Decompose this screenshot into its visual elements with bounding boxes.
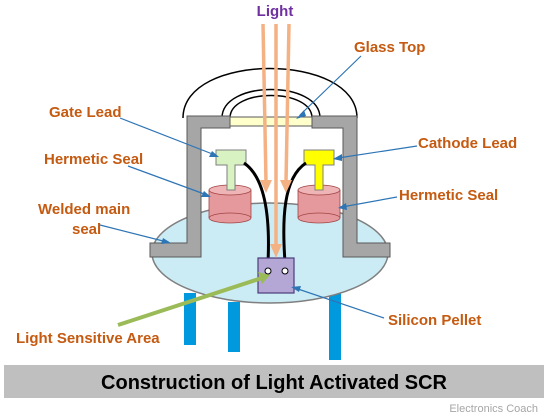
cathode-lead-shape: [303, 149, 335, 191]
gate-lead-shape: [215, 149, 247, 191]
welded-main-seal-label-line1: Welded main: [38, 201, 130, 218]
glass-top: [229, 116, 313, 127]
housing-frame: [149, 115, 231, 258]
pellet-contact-left: [264, 267, 272, 275]
welded-main-seal-label-line2: seal: [72, 221, 101, 238]
hermetic-seal-right-shape: [297, 184, 341, 224]
pellet-contact-right: [281, 267, 289, 275]
housing-frame-right: [311, 115, 391, 258]
gate-lead-label: Gate Lead: [49, 104, 122, 121]
light-sensitive-pointer: [117, 272, 270, 327]
silicon-pellet-label: Silicon Pellet: [388, 312, 481, 329]
hermetic-seal-left-shape: [208, 184, 252, 224]
light-beams: [260, 23, 292, 258]
dome-inner-arc-2: [229, 94, 313, 119]
gate-wire: [243, 161, 270, 263]
light-label: Light: [257, 3, 294, 20]
dome-outer-arc: [182, 67, 358, 119]
diagram-title: Construction of Light Activated SCR: [101, 372, 447, 394]
hermetic-seal-left-label: Hermetic Seal: [44, 151, 143, 168]
title-bar: [4, 365, 544, 398]
hermetic-seal-right-label: Hermetic Seal: [399, 187, 498, 204]
glass-top-label: Glass Top: [354, 39, 425, 56]
lead-pin-right: [329, 293, 341, 360]
pointer-lines: [99, 55, 418, 319]
lead-pin-left: [184, 293, 196, 345]
cathode-wire: [282, 161, 307, 263]
cathode-lead-label: Cathode Lead: [418, 135, 517, 152]
lead-pin-middle: [228, 302, 240, 352]
dome-inner-arc-1: [221, 88, 321, 119]
watermark: Electronics Coach: [449, 403, 538, 415]
light-sensitive-area-label: Light Sensitive Area: [16, 330, 160, 347]
